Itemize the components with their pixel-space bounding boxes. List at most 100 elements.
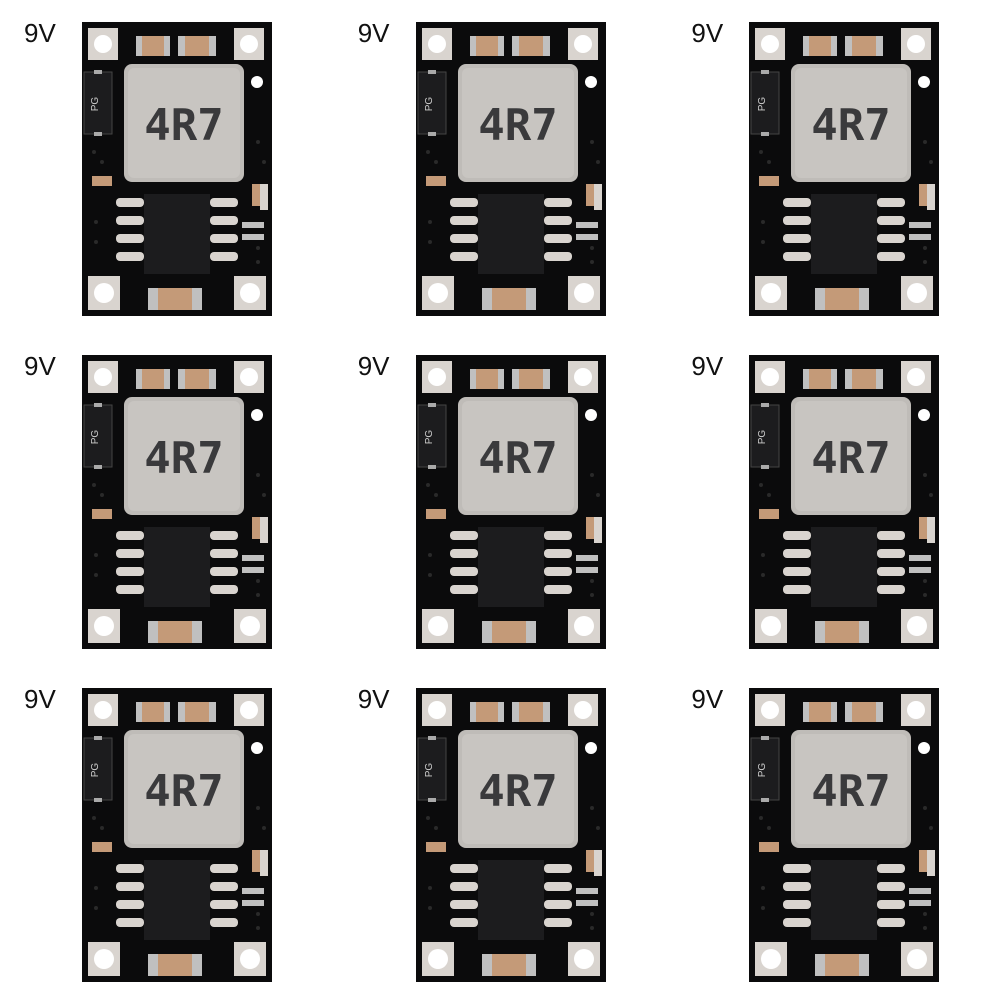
inductor: 4R7	[457, 64, 578, 182]
regulator-ic	[783, 194, 906, 274]
pcb-board: PG 4R7	[415, 688, 606, 982]
ic-marking: PG	[757, 97, 768, 112]
inductor: 4R7	[124, 64, 244, 182]
module-cell: 9V	[0, 666, 333, 999]
ic-marking: PG	[90, 763, 101, 778]
pcb-board: PG 4R7	[415, 355, 606, 649]
sot-chip: PG	[750, 403, 780, 469]
smd-capacitor	[481, 621, 536, 643]
sot-chip: PG	[83, 736, 113, 802]
regulator-ic	[449, 860, 572, 940]
voltage-label: 9V	[691, 351, 724, 381]
module-cell: 9V	[334, 0, 667, 333]
mounting-hole	[567, 276, 600, 310]
sot-chip: PG	[417, 403, 447, 469]
smd-capacitor	[178, 369, 216, 389]
smd-capacitor	[803, 36, 838, 56]
smd-resistor	[759, 176, 780, 186]
ic-marking: PG	[90, 97, 101, 112]
mounting-hole	[234, 694, 264, 726]
mounting-hole	[234, 609, 266, 643]
mounting-hole	[901, 28, 932, 60]
mounting-hole	[567, 694, 598, 726]
via	[251, 409, 263, 421]
smd-capacitor	[469, 36, 504, 56]
smd-capacitor	[815, 954, 870, 976]
inductor-marking: 4R7	[478, 100, 557, 151]
smd-resistor	[759, 509, 780, 519]
via	[251, 76, 263, 88]
smd-capacitor	[469, 369, 504, 389]
smd-capacitor	[481, 954, 536, 976]
mounting-hole	[755, 694, 786, 726]
smd-capacitor	[803, 702, 838, 722]
smd-capacitor	[845, 36, 884, 56]
mounting-hole	[88, 28, 118, 60]
via	[918, 409, 931, 421]
pcb-board: PG 4R7	[749, 355, 940, 649]
module-cell: 9V	[667, 666, 1000, 999]
smd-resistor	[759, 842, 780, 852]
pcb-board: PG 4R7	[82, 22, 272, 316]
inductor: 4R7	[457, 397, 578, 515]
mounting-hole	[234, 942, 266, 976]
regulator-ic	[116, 527, 238, 607]
sot-chip: PG	[750, 736, 780, 802]
smd-resistor	[425, 842, 446, 852]
ic-marking: PG	[90, 430, 101, 445]
pcb-board: PG 4R7	[749, 22, 940, 316]
module-cell: 9V	[334, 666, 667, 999]
smd-capacitor	[148, 621, 202, 643]
inductor-marking: 4R7	[144, 766, 223, 817]
mounting-hole	[234, 276, 266, 310]
via	[918, 742, 931, 754]
module-cell: 9V	[0, 333, 333, 666]
ic-marking: PG	[424, 430, 435, 445]
mounting-hole	[88, 942, 120, 976]
inductor: 4R7	[791, 397, 912, 515]
smd-capacitor	[481, 288, 536, 310]
mounting-hole	[755, 276, 788, 310]
inductor: 4R7	[791, 730, 912, 848]
regulator-ic	[116, 860, 238, 940]
mounting-hole	[755, 942, 788, 976]
sot-chip: PG	[83, 70, 113, 136]
sot-chip: PG	[417, 736, 447, 802]
mounting-hole	[234, 28, 264, 60]
mounting-hole	[421, 276, 454, 310]
via	[584, 76, 597, 88]
pcb-board: PG 4R7	[82, 355, 272, 649]
inductor-marking: 4R7	[812, 100, 891, 151]
mounting-hole	[421, 694, 452, 726]
smd-resistor	[425, 176, 446, 186]
mounting-hole	[421, 28, 452, 60]
smd-capacitor	[845, 369, 884, 389]
mounting-hole	[234, 361, 264, 393]
smd-capacitor	[511, 702, 550, 722]
voltage-label: 9V	[691, 18, 724, 48]
regulator-ic	[116, 194, 238, 274]
smd-capacitor	[511, 369, 550, 389]
ic-marking: PG	[424, 763, 435, 778]
sot-chip: PG	[750, 70, 780, 136]
smd-capacitor	[148, 954, 202, 976]
smd-resistor	[92, 509, 112, 519]
smd-capacitor	[178, 702, 216, 722]
smd-resistor	[92, 176, 112, 186]
sot-chip: PG	[83, 403, 113, 469]
inductor-marking: 4R7	[478, 433, 557, 484]
inductor-marking: 4R7	[144, 433, 223, 484]
via	[584, 409, 597, 421]
smd-capacitor	[511, 36, 550, 56]
pcb-board: PG 4R7	[415, 22, 606, 316]
via	[251, 742, 263, 754]
mounting-hole	[567, 942, 600, 976]
voltage-label: 9V	[357, 18, 390, 48]
module-cell: 9V	[667, 333, 1000, 666]
regulator-ic	[783, 527, 906, 607]
inductor: 4R7	[791, 64, 912, 182]
smd-resistor	[92, 842, 112, 852]
mounting-hole	[567, 28, 598, 60]
smd-capacitor	[845, 702, 884, 722]
ic-marking: PG	[757, 430, 768, 445]
